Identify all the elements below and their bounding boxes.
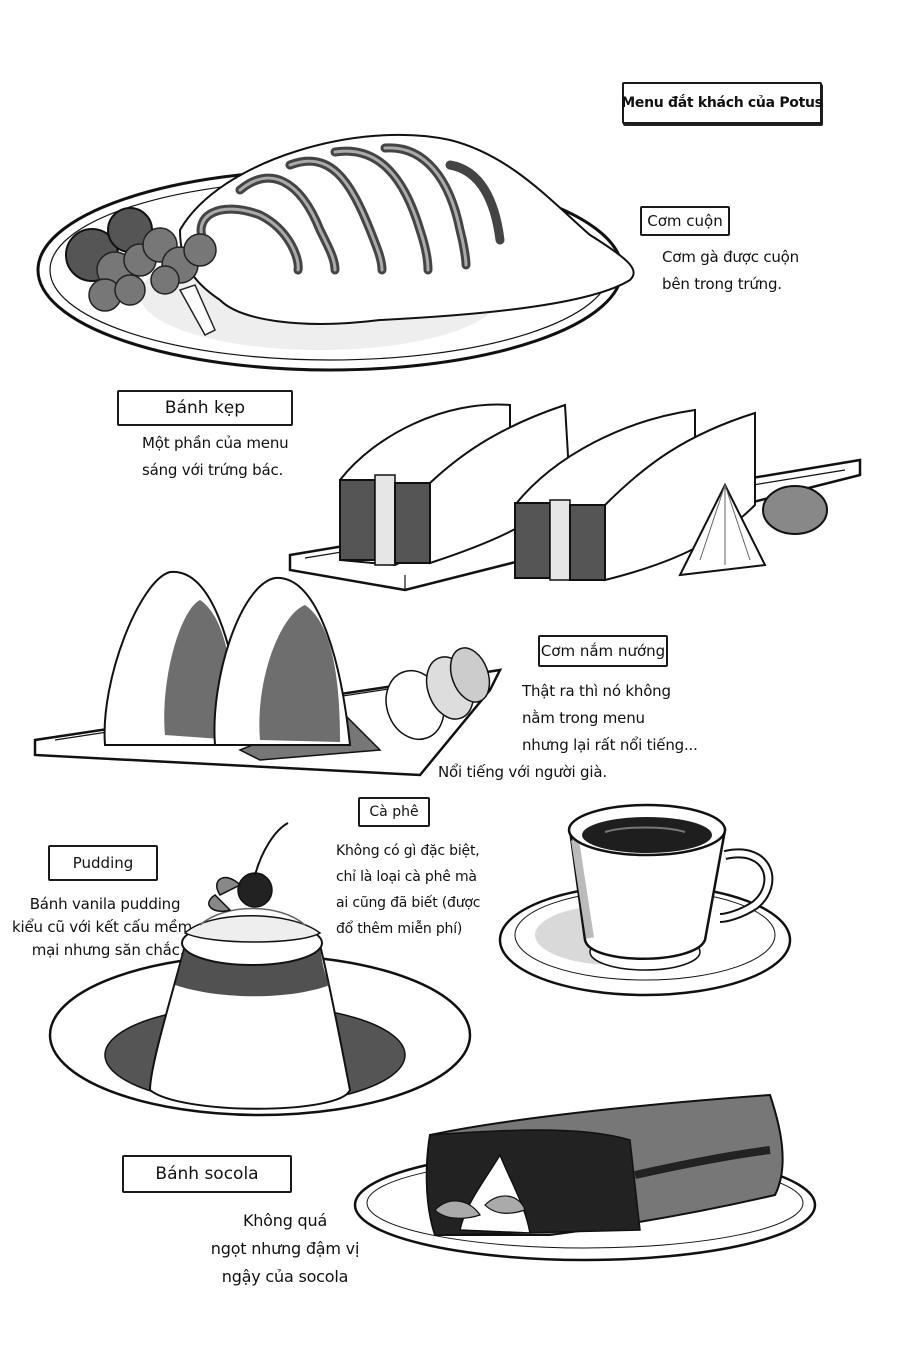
pudding-plate-illustration	[48, 822, 472, 1117]
item-label-banh-kep: Bánh kẹp	[117, 390, 293, 426]
item-label-pudding: Pudding	[48, 845, 158, 881]
item-desc-pudding: Bánh vanila pudding kiểu cũ với kết cấu …	[12, 895, 192, 959]
item-desc-ca-phe: Không có gì đặc biệt, chỉ là loại cà phê…	[336, 843, 481, 937]
page-title: Menu đắt khách của Potus	[621, 82, 823, 124]
item-label-banh-socola: Bánh socola	[122, 1155, 292, 1193]
egg-sandwich-tray-illustration	[288, 403, 862, 592]
coffee-cup-saucer-illustration	[498, 803, 792, 997]
item-label-com-cuon: Cơm cuộn	[640, 206, 730, 236]
omurice-plate-illustration	[36, 133, 635, 372]
grilled-onigiri-tray-illustration	[33, 570, 503, 777]
item-desc-banh-socola: Không quá ngọt nhưng đậm vị ngậy của soc…	[210, 1211, 360, 1286]
item-desc-com-cuon: Cơm gà được cuộn bên trong trứng.	[662, 248, 799, 293]
page-title-text: Menu đắt khách của Potus	[621, 95, 823, 111]
chocolate-cake-plate-illustration	[353, 1093, 817, 1262]
item-desc-banh-kep: Một phần của menu sáng với trứng bác.	[142, 434, 289, 479]
item-desc-com-nam-nuong: Thật ra thì nó không nằm trong menu nhưn…	[522, 682, 698, 754]
item-extra-note-com-nam-nuong: Nổi tiếng với người già.	[438, 763, 607, 781]
item-label-ca-phe: Cà phê	[358, 797, 430, 827]
item-label-com-nam-nuong: Cơm nắm nướng	[538, 635, 668, 667]
